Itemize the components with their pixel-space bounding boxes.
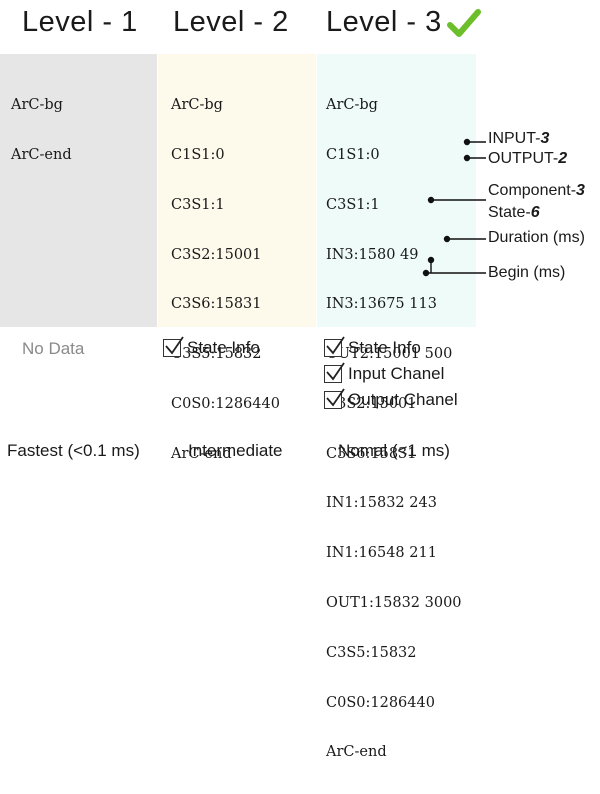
log-line: C3S1:1 (171, 196, 225, 213)
annotation-component-number: 3 (576, 182, 585, 199)
annotation-state-text: State- (488, 204, 531, 221)
checkbox-checked-icon[interactable] (163, 336, 184, 357)
annotation-state-number: 6 (530, 204, 540, 221)
annotation-leaders (422, 138, 486, 277)
log-line: C3S5:15832 (326, 644, 417, 661)
annotation-begin: Begin (ms) (488, 264, 566, 281)
level-3-option-state-info[interactable]: State Info (324, 336, 421, 358)
level-3-title: Level - 3 (326, 6, 481, 39)
log-line: C1S1:0 (326, 146, 380, 163)
log-line: ArC-bg (11, 97, 63, 114)
level-3-title-text: Level - 3 (326, 6, 442, 38)
no-data-label: No Data (22, 339, 85, 358)
log-line: OUT2:15001 500 (326, 346, 453, 363)
level-2-log: ArC-bg C1S1:0 C3S1:1 C3S2:15001 C3S6:158… (158, 54, 316, 495)
log-line: C0S0:1286440 (326, 694, 435, 711)
level-3-option-output-chanel[interactable]: Output Chanel (324, 388, 458, 410)
option-label: State Info (348, 338, 421, 357)
annotation-state: State-6 (488, 204, 540, 222)
log-line: ArC-bg (171, 97, 223, 114)
log-line: C3S1:1 (326, 196, 380, 213)
log-line: IN3:1580 49 (326, 246, 419, 263)
level-3-option-input-chanel[interactable]: Input Chanel (324, 362, 445, 384)
log-line: C0S0:1286440 (171, 395, 280, 412)
log-line: C3S2:15001 (326, 395, 417, 412)
log-line: IN1:16548 211 (326, 545, 437, 562)
annotation-component-text: Component- (488, 182, 577, 199)
annotation-input-text: INPUT- (488, 130, 541, 147)
level-1-title: Level - 1 (22, 6, 138, 38)
log-line: ArC-end (326, 744, 387, 761)
log-line: C3S6:15831 (326, 445, 417, 462)
green-check-icon (446, 8, 481, 38)
log-line: OUT1:15832 3000 (326, 595, 462, 611)
annotation-input-number: 3 (540, 130, 550, 147)
annotation-output-text: OUTPUT- (488, 150, 559, 167)
checkbox-checked-icon[interactable] (324, 388, 345, 409)
annotation-output: OUTPUT-2 (488, 150, 567, 168)
annotation-duration: Duration (ms) (488, 229, 585, 246)
log-line: C3S6:15831 (171, 296, 262, 313)
annotation-output-number: 2 (558, 150, 568, 167)
log-line: C1S1:0 (171, 146, 225, 163)
level-2-option-state-info[interactable]: State Info (163, 336, 260, 358)
level-1-log: ArC-bg ArC-end (0, 54, 157, 197)
log-line: ArC-bg (326, 97, 378, 114)
level-2-panel: ArC-bg C1S1:0 C3S1:1 C3S2:15001 C3S6:158… (158, 54, 316, 462)
log-line: ArC-end (11, 146, 72, 163)
option-label: Input Chanel (348, 364, 445, 383)
level-1-panel: ArC-bg ArC-end (0, 54, 157, 327)
log-line: IN1:15832 243 (326, 495, 437, 512)
log-line: IN3:13675 113 (326, 296, 437, 313)
log-line: C3S5:15832 (171, 346, 262, 363)
option-label: Output Chanel (348, 390, 458, 409)
level-1-speed: Fastest (<0.1 ms) (7, 441, 140, 460)
level-2-speed: Intermediate (188, 441, 283, 460)
level-3-speed: Nomal (<1 ms) (338, 441, 450, 460)
level-2-title: Level - 2 (173, 6, 289, 38)
checkbox-checked-icon[interactable] (324, 336, 345, 357)
log-line: ArC-end (171, 445, 232, 462)
annotation-input: INPUT-3 (488, 130, 549, 148)
annotation-component: Component-3 (488, 182, 585, 200)
log-line: C3S2:15001 (171, 246, 262, 263)
option-label: State Info (187, 338, 260, 357)
checkbox-checked-icon[interactable] (324, 362, 345, 383)
